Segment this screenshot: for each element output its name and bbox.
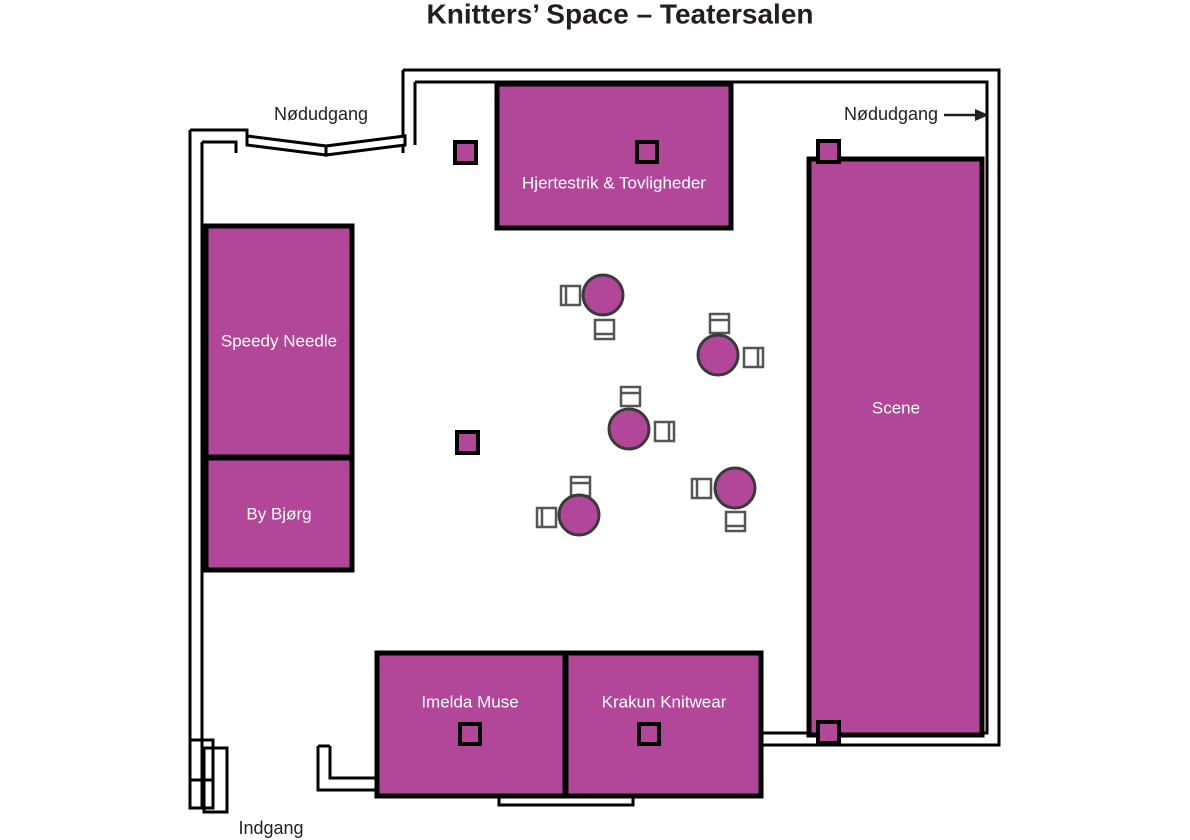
booth-label: Krakun Knitwear <box>602 692 727 711</box>
booth-label: Scene <box>872 398 920 417</box>
round-table[interactable] <box>696 333 740 377</box>
booth-label: Imelda Muse <box>421 692 518 711</box>
page-title: Knitters’ Space – Teatersalen <box>427 0 814 29</box>
chair[interactable] <box>535 506 558 529</box>
fixture-square-north-scene <box>816 139 841 164</box>
round-table[interactable] <box>713 466 757 510</box>
booth-imelda-muse[interactable]: Imelda Muse <box>374 650 568 799</box>
table-seating-group-4[interactable] <box>535 475 601 537</box>
exit-arrow-icon <box>944 109 989 121</box>
booth-rect[interactable] <box>806 156 985 738</box>
chair[interactable] <box>559 284 582 307</box>
booth-scene[interactable]: Scene <box>806 156 985 744</box>
round-table[interactable] <box>557 493 601 537</box>
chair[interactable] <box>708 312 731 335</box>
wall-north-left-stub-inner <box>202 140 238 153</box>
label-nodudgang-north: Nødudgang <box>274 104 368 124</box>
booth-hjertestrik[interactable]: Hjertestrik & Tovligheder <box>494 81 734 231</box>
booth-label: Speedy Needle <box>221 331 337 350</box>
table-seating-group-3[interactable] <box>607 385 676 451</box>
chair[interactable] <box>569 475 592 498</box>
round-table[interactable] <box>581 273 625 317</box>
wall-west-entrance-leaf <box>202 746 229 814</box>
label-nodudgang-east: Nødudgang <box>844 104 938 124</box>
booth-marker-square <box>458 722 482 746</box>
table-seating-group-1[interactable] <box>559 273 625 341</box>
chair[interactable] <box>724 510 747 533</box>
chair[interactable] <box>742 346 765 369</box>
chair[interactable] <box>690 477 713 500</box>
booth-by-bjorg[interactable]: By Bjørg <box>203 455 355 573</box>
emergency-door-leaf-right <box>324 134 407 157</box>
booth-rect[interactable] <box>203 455 355 573</box>
chair[interactable] <box>593 318 616 341</box>
standalone-squares-group <box>453 139 841 745</box>
table-seating-group-5[interactable] <box>690 466 757 533</box>
booth-label: By Bjørg <box>246 504 311 523</box>
emergency-door-leaf-left <box>245 134 328 157</box>
booth-label: Hjertestrik & Tovligheder <box>522 173 706 192</box>
label-indgang-south: Indgang <box>238 818 303 838</box>
booth-rect[interactable] <box>203 223 355 460</box>
fixture-square-north-west <box>453 140 478 165</box>
chair[interactable] <box>619 385 642 408</box>
tables-group <box>535 273 765 537</box>
booth-rect[interactable] <box>494 81 734 231</box>
table-seating-group-2[interactable] <box>696 312 765 377</box>
booth-marker-square <box>637 722 661 746</box>
booth-rect[interactable] <box>563 650 764 799</box>
booth-krakun-knitwear[interactable]: Krakun Knitwear <box>563 650 764 799</box>
booth-speedy-needle[interactable]: Speedy Needle <box>203 223 355 460</box>
chair[interactable] <box>653 420 676 443</box>
round-table[interactable] <box>607 407 651 451</box>
wall-west-entrance-jamb-a <box>190 738 215 792</box>
fixture-square-center-west <box>455 430 480 455</box>
fixture-square-south-scene <box>816 720 841 745</box>
booths-group: Hjertestrik & Tovligheder Speedy Needle … <box>203 81 985 799</box>
booth-marker-square <box>635 140 659 164</box>
